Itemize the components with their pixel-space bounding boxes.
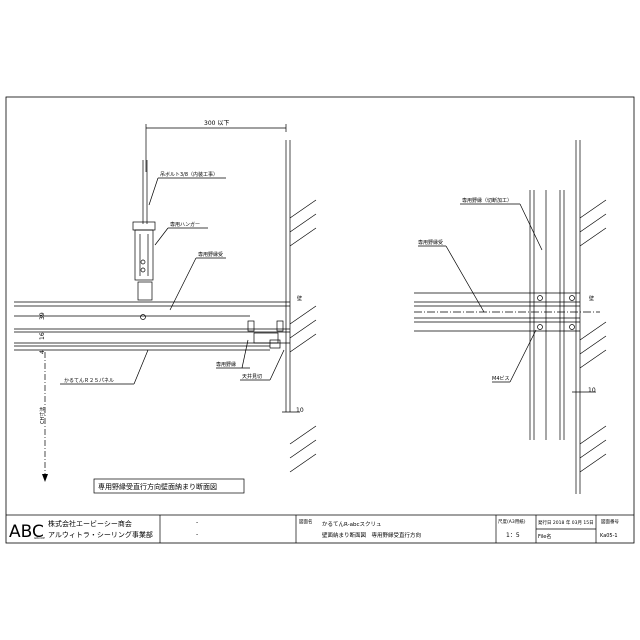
dim-10-left: 10: [296, 407, 304, 414]
caption-box: [93, 478, 245, 494]
label-wall-right: 壁: [589, 295, 594, 302]
dim-39: 39: [39, 312, 46, 320]
company-name-1: 株式会社エービーシー商会: [48, 519, 132, 528]
label-hanger: 専用ハンガー: [170, 221, 200, 228]
wall-hatch-right: [579, 199, 607, 473]
label-screw: M4ビス: [492, 375, 510, 382]
drawing-name-1: かるてんR-abcスクリュ: [322, 521, 381, 528]
sheet-border: [5, 96, 635, 544]
label-main-furring-right: 専用野縁受: [418, 239, 443, 246]
label-wall-trim: 天井見切: [242, 373, 262, 380]
number-value: Ka05-1: [600, 533, 618, 539]
ch-arrowhead: [42, 474, 48, 482]
dim-spacing-text: 300 以下: [204, 120, 229, 127]
label-furring-cut: 専用野縁（切断加工）: [462, 197, 512, 204]
blank-field-2: -: [196, 531, 198, 538]
company-name-2: アルウィトラ・シーリング事業部: [48, 530, 153, 539]
drawing-name-2: 壁面納まり断面図 専用野縁受直行方向: [322, 531, 421, 539]
caption-text: 専用野縁受直行方向壁面納まり断面図: [98, 482, 217, 491]
label-main-furring: 専用野縁受: [198, 251, 223, 258]
blank-field-1: -: [196, 519, 198, 526]
dim-4: 4: [39, 350, 46, 354]
scale-value: 1：5: [506, 532, 520, 539]
left-detail: [14, 124, 300, 478]
file-label: File名: [538, 533, 551, 540]
label-bolt: 吊ボルト3/8（内装工事）: [160, 171, 218, 178]
wall-hatch-left: [289, 199, 317, 473]
right-detail: [414, 140, 600, 494]
number-label: 図面番号: [601, 518, 619, 525]
date-label: 発行日 2018 年 03月 15日: [538, 519, 594, 526]
label-wall-left: 壁: [297, 295, 302, 302]
label-ch: CH寸法: [39, 407, 46, 424]
drawing-name-label: 図面名: [299, 518, 313, 525]
scale-label: 尺度(A3用紙): [498, 518, 526, 525]
title-block-grid: [159, 515, 597, 543]
dim-16: 16: [39, 332, 46, 340]
label-panel: かるてんＲ２５パネル: [64, 377, 114, 384]
label-furring: 専用野縁: [216, 361, 236, 368]
dim-10-right: 10: [588, 387, 596, 394]
logo: ABC: [9, 522, 44, 542]
logo-small: GROUP: [34, 536, 45, 540]
